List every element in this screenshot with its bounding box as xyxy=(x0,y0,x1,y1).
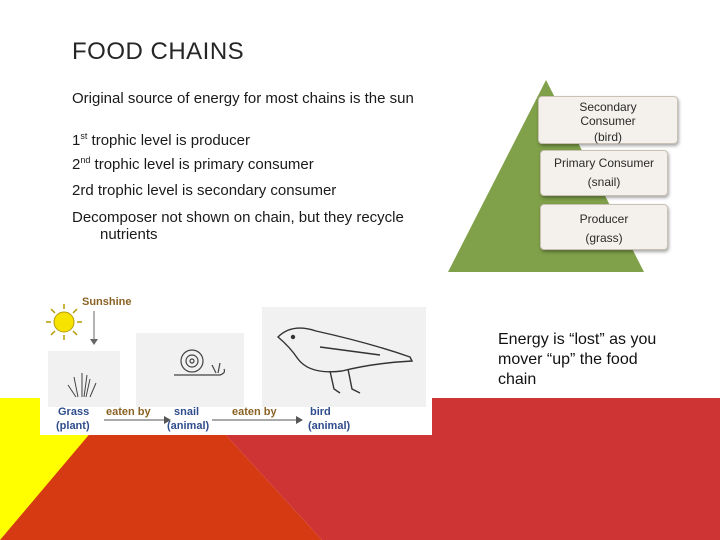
ordinal-suffix: st xyxy=(80,131,88,141)
bullet-text: Decomposer not shown on chain, but they … xyxy=(72,209,404,243)
ordinal-suffix: nd xyxy=(80,155,91,165)
tier-label: Consumer xyxy=(580,114,636,128)
tier-label: Primary Consumer xyxy=(553,156,655,170)
energy-note: Energy is “lost” as you mover “up” the f… xyxy=(498,331,657,388)
tier-example: (bird) xyxy=(593,130,622,144)
bird-label: bird xyxy=(310,406,331,418)
bullet-text: Original source of energy for most chain… xyxy=(72,90,414,107)
pyramid-tier-producer: Producer (grass) xyxy=(540,204,668,250)
tier-example: (snail) xyxy=(587,175,621,189)
bullet-second-trophic: 2nd trophic level is primary consumer xyxy=(72,155,450,174)
grass-label: Grass xyxy=(58,406,90,418)
bird-type-label: (animal) xyxy=(308,420,351,432)
orange-triangle-shape xyxy=(0,398,322,540)
tier-label: Producer xyxy=(579,212,629,226)
right-arrow-icon xyxy=(104,416,171,424)
pyramid-tier-primary-consumer: Primary Consumer (snail) xyxy=(540,150,668,196)
tier-example: (grass) xyxy=(585,231,623,245)
tier-label: Secondary xyxy=(579,100,637,114)
right-arrow-icon xyxy=(212,416,303,424)
bullet-third-trophic: 2rd trophic level is secondary consumer xyxy=(72,182,450,199)
snail-type-label: (animal) xyxy=(167,420,210,432)
bullet-decomposer: Decomposer not shown on chain, but they … xyxy=(72,209,450,243)
snail-frame xyxy=(136,333,244,407)
bullet-text: trophic level is primary consumer xyxy=(90,156,314,173)
eaten-by-label: eaten by xyxy=(106,406,151,418)
grass-icon xyxy=(67,373,97,398)
snail-icon xyxy=(174,349,226,376)
snail-label: snail xyxy=(174,406,200,418)
sunshine-label: Sunshine xyxy=(82,296,132,308)
bullet-text: 2rd trophic level is secondary consumer xyxy=(72,182,337,199)
bullet-energy-source: Original source of energy for most chain… xyxy=(72,90,450,107)
pyramid-tier-secondary-consumer: Secondary Consumer (bird) xyxy=(538,96,678,144)
bullet-text: 2 xyxy=(72,156,81,173)
down-arrow-icon xyxy=(90,311,98,345)
plant-label: (plant) xyxy=(56,420,90,432)
bird-icon xyxy=(276,327,414,394)
food-chain-illustration: Sunshine Grass (plant) eaten by snail (a… xyxy=(40,285,432,435)
slide-title: FOOD CHAINS xyxy=(72,38,245,65)
bullet-first-trophic: 1st trophic level is producer xyxy=(72,131,450,150)
bird-frame xyxy=(262,307,426,407)
grass-frame xyxy=(48,351,120,407)
eaten-by-label: eaten by xyxy=(232,406,277,418)
bullet-text: trophic level is producer xyxy=(87,132,250,149)
food-chain-drawing xyxy=(46,304,414,424)
sun-icon xyxy=(46,304,82,340)
bullet-text: 1 xyxy=(72,132,81,149)
